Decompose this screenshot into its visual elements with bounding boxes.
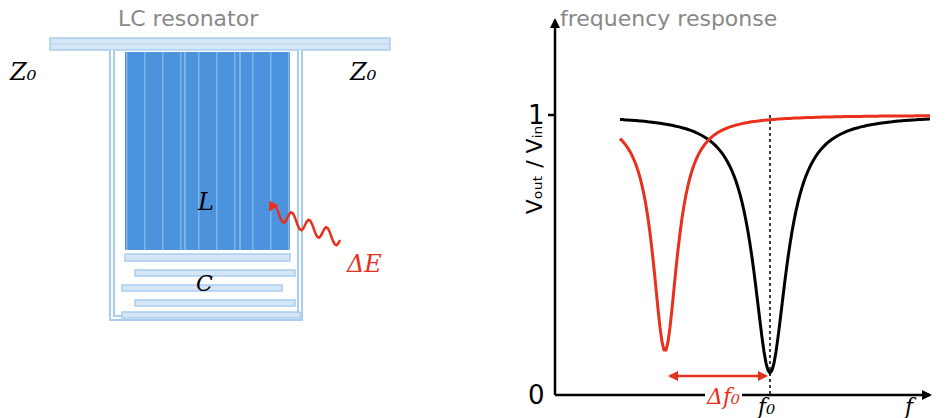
- port-label: Z₀: [350, 60, 376, 84]
- axis-tick-label: f₀: [758, 396, 775, 418]
- axis-label: f: [905, 396, 913, 418]
- shifted-resonance-curve: [620, 116, 930, 350]
- resonator: [112, 50, 300, 318]
- axis-label: Vₒᵤₜ / Vᵢₙ: [524, 126, 546, 215]
- energy-label: ΔE: [345, 252, 384, 276]
- shift-label: Δf₀: [705, 386, 742, 408]
- panel-title: LC resonator: [118, 8, 258, 30]
- photon-wave: [270, 205, 340, 245]
- inductor-meander: [125, 52, 290, 250]
- port-label: Z₀: [10, 60, 36, 84]
- capacitor-fingers: [122, 254, 300, 318]
- shift-arrow: [670, 375, 766, 378]
- panel-title: frequency response: [560, 8, 777, 30]
- axes: [548, 20, 930, 395]
- transmission-line: [50, 38, 390, 50]
- inductor-label: L: [198, 190, 214, 214]
- tick-label: 1: [528, 102, 545, 128]
- capacitor-label: C: [196, 273, 213, 295]
- f0-marker: [769, 115, 771, 395]
- tick-label: 0: [528, 382, 545, 408]
- resonance-curve: [620, 119, 930, 373]
